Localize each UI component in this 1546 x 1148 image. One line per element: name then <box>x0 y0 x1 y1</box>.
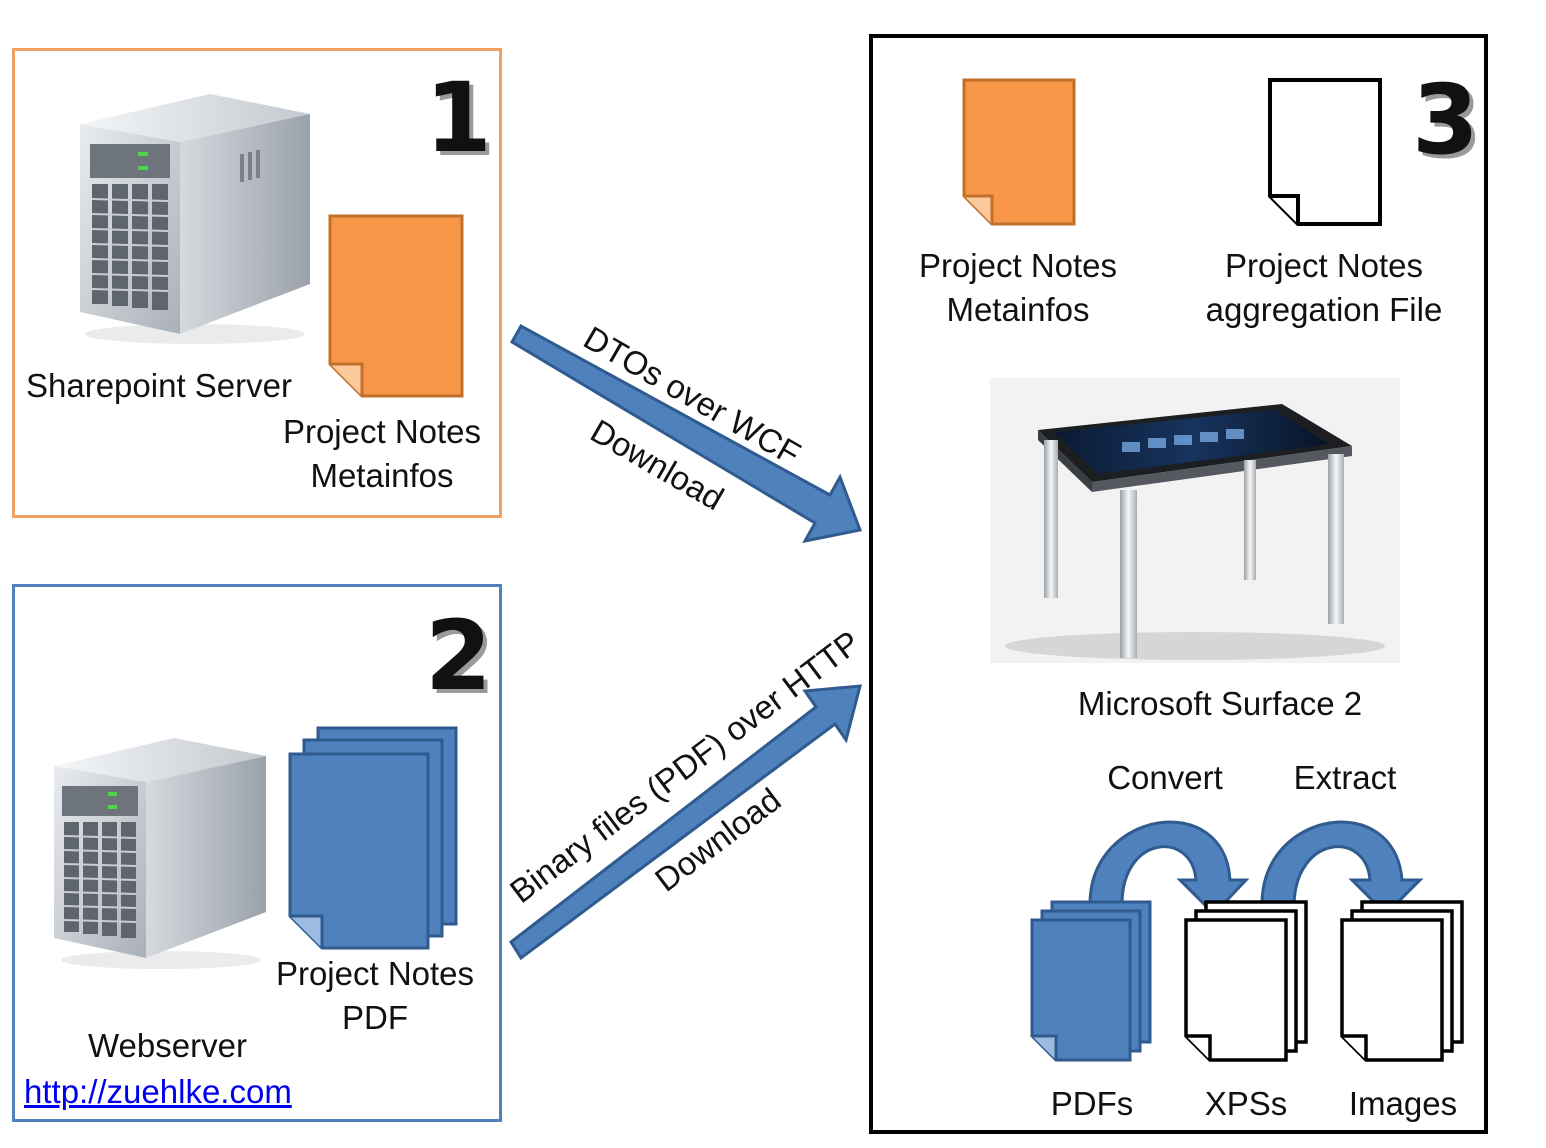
pdfs-stack-icon <box>1030 900 1152 1062</box>
step-number-2: 2 <box>425 600 492 712</box>
step-number-3: 3 <box>1412 64 1479 176</box>
download-arrow-top <box>509 323 863 544</box>
extract-arrow-icon <box>1260 820 1424 917</box>
pdfs-label: PDFs <box>1050 1085 1134 1122</box>
sharepoint-server-label: Sharepoint Server <box>26 367 292 404</box>
xpss-label: XPSs <box>1204 1085 1288 1122</box>
microsoft-surface-label: Microsoft Surface 2 <box>1077 685 1363 722</box>
step-number-1: 1 <box>425 62 492 174</box>
webserver-icon <box>54 738 266 969</box>
images-stack-icon <box>1340 900 1464 1062</box>
extract-label: Extract <box>1293 759 1397 796</box>
xpss-stack-icon <box>1184 900 1308 1062</box>
metainfos-document-icon <box>328 214 464 398</box>
webserver-label: Webserver <box>88 1027 247 1064</box>
download-arrow-bottom <box>509 684 862 961</box>
aggregation-file-icon <box>1268 78 1382 226</box>
convert-label: Convert <box>1107 759 1223 796</box>
convert-arrow-icon <box>1088 820 1250 917</box>
pdf-stack-icon <box>288 726 458 950</box>
images-label: Images <box>1348 1085 1458 1122</box>
surface-table-icon <box>990 378 1400 663</box>
sharepoint-server-icon <box>80 94 310 344</box>
surface-metainfos-document-icon <box>962 78 1076 226</box>
zuehlke-link[interactable]: http://zuehlke.com <box>24 1073 292 1110</box>
